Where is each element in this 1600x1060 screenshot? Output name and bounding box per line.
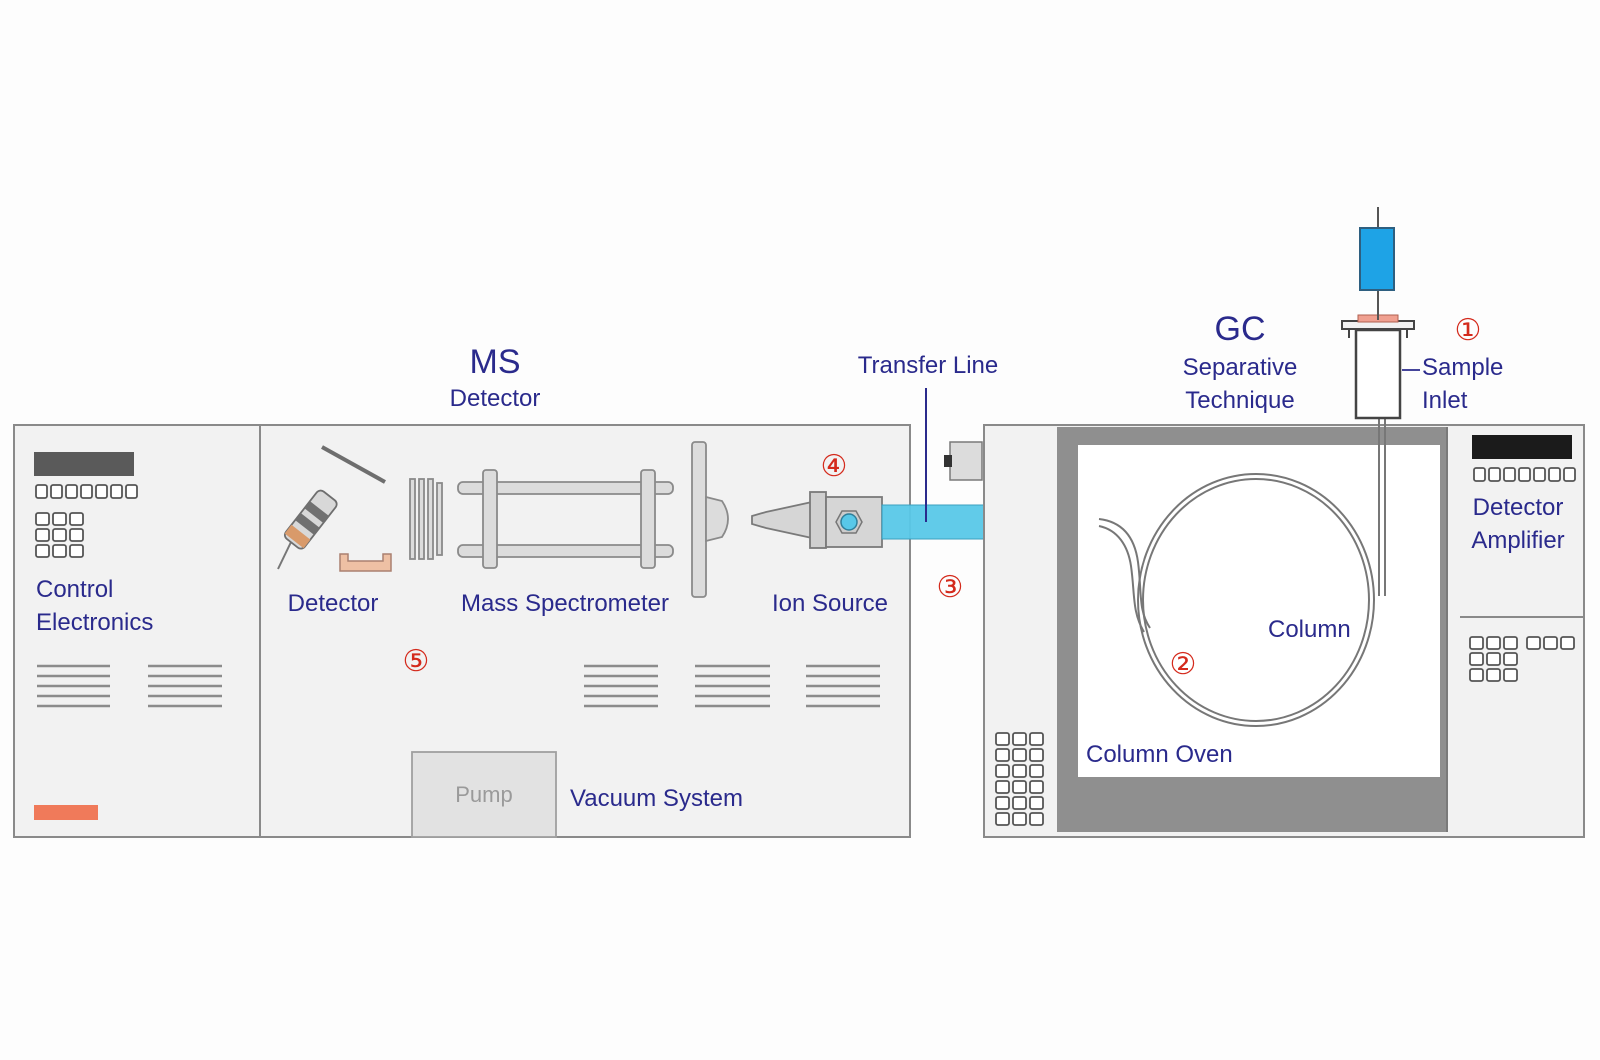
vacuum-system-label: Vacuum System [570,785,743,812]
column-oven-label: Column Oven [1086,741,1233,768]
marker-3: ③ [937,571,964,604]
pump-label: Pump [455,782,512,807]
transfer-line-label: Transfer Line [858,352,999,379]
ms-vent-2 [695,664,770,708]
detector-label: Detector [288,590,379,617]
detector-amplifier-buttons [1473,467,1576,482]
gc-subtitle-1: Separative [1183,354,1298,381]
ms-title: MS [470,343,521,381]
marker-1: ① [1455,314,1482,347]
gc-column-coil [1098,417,1386,727]
pump-box [411,751,557,838]
gc-title: GC [1215,310,1266,348]
column-label: Column [1268,616,1351,643]
control-button-row [35,484,138,499]
gc-left-keypad [995,732,1044,826]
detector-amplifier-label-1: Detector [1473,494,1564,521]
sample-inlet-component [1341,314,1415,420]
ion-source-label: Ion Source [772,590,888,617]
gc-subtitle-2: Technique [1185,387,1294,414]
sample-inlet-label-2: Inlet [1422,387,1468,414]
sample-inlet-label-1: Sample [1422,354,1503,381]
detector-amplifier-display [1472,435,1572,459]
gc-right-keypad [1469,636,1575,682]
control-vent-right [148,664,222,708]
power-indicator [34,805,98,820]
marker-4: ④ [821,450,848,483]
ms-subtitle: Detector [450,385,541,412]
control-vent-left [37,664,110,708]
marker-5: ⑤ [403,645,430,678]
mass-spectrometer-component [457,469,674,569]
control-electronics-label-1: Control [36,576,113,603]
ion-lens-plates [409,478,443,560]
control-electronics-panel: Control Electronics [13,424,261,838]
mass-spectrometer-label: Mass Spectrometer [461,590,669,617]
ms-vent-1 [584,664,658,708]
control-display [34,452,134,476]
syringe-component [1359,207,1395,320]
marker-2: ② [1170,648,1197,681]
control-keypad [35,512,84,558]
control-electronics-label-2: Electronics [36,609,153,636]
gc-side-knob [949,441,983,481]
ms-vent-3 [806,664,880,708]
detector-component [277,445,392,572]
ms-unit-panel: MS Detector Detector [259,343,911,838]
detector-amplifier-label-2: Amplifier [1471,527,1564,554]
ion-optics-disk [691,441,729,598]
ion-source-component [751,491,883,549]
gc-unit-panel: Detector Amplifier Column Column Ove [944,207,1585,838]
